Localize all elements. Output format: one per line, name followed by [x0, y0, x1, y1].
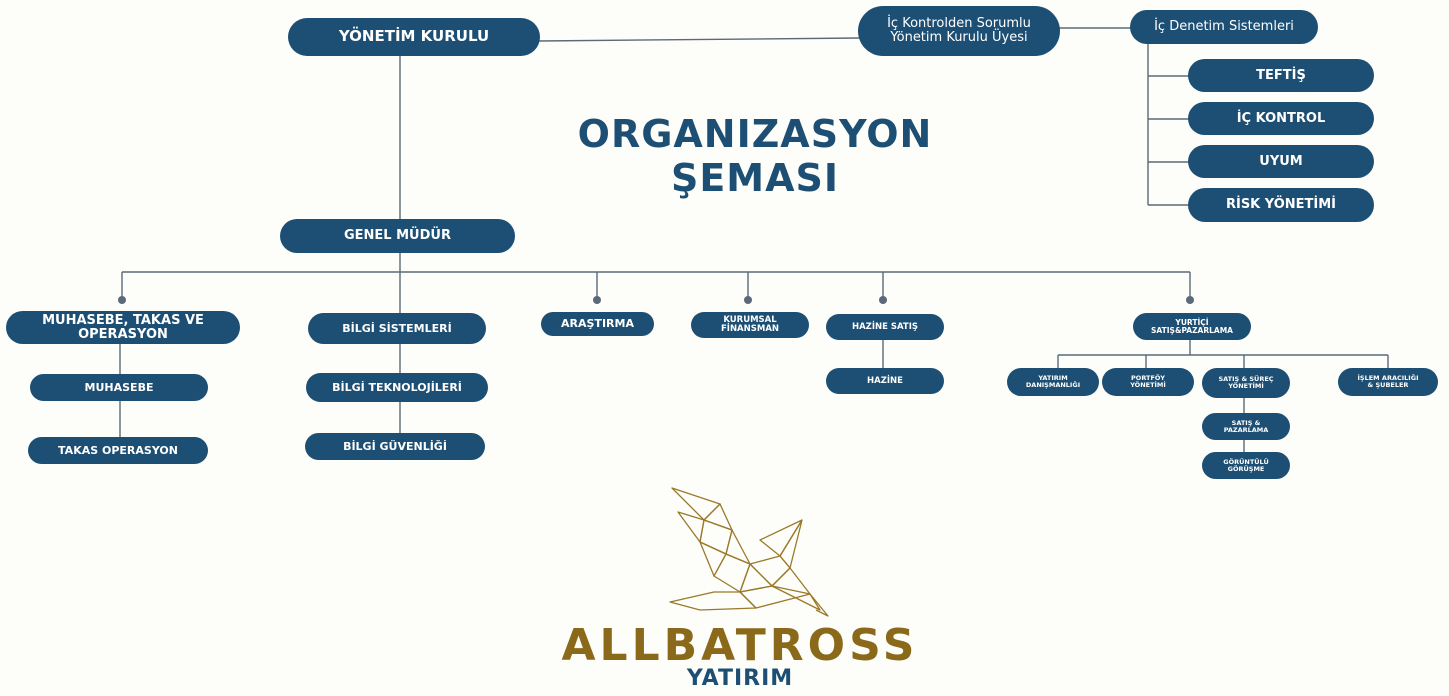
node-label: BİLGİ SİSTEMLERİ	[342, 321, 452, 335]
node-muhasebe[interactable]: MUHASEBE	[30, 374, 208, 401]
node-ic-kontrol-uye[interactable]: İç Kontrolden Sorumlu Yönetim Kurulu Üye…	[858, 6, 1060, 56]
node-yatirim-danismanligi[interactable]: YATIRIM DANIŞMANLIĞI	[1007, 368, 1099, 396]
albatross-logo-icon	[669, 487, 829, 617]
node-ic-kontrol[interactable]: İÇ KONTROL	[1188, 102, 1374, 135]
node-portfoy-yonetimi[interactable]: PORTFÖY YÖNETİMİ	[1102, 368, 1194, 396]
node-label: HAZİNE SATIŞ	[851, 321, 919, 332]
node-label: MUHASEBE, TAKAS VE OPERASYON	[42, 312, 204, 342]
node-label: YÖNETİM KURULU	[338, 27, 490, 46]
node-ic-denetim[interactable]: İç Denetim Sistemleri	[1130, 10, 1318, 44]
node-kurumsal-finansman[interactable]: KURUMSAL FİNANSMAN	[691, 312, 809, 338]
node-label: ARAŞTIRMA	[561, 317, 634, 331]
node-label: BİLGİ GÜVENLİĞİ	[343, 439, 447, 453]
node-uyum[interactable]: UYUM	[1188, 145, 1374, 178]
logo-brand-text: ALLBATROSS	[561, 620, 919, 671]
logo-sub-text: YATIRIM	[686, 666, 794, 691]
node-label: İç Kontrolden Sorumlu Yönetim Kurulu Üye…	[887, 16, 1031, 45]
node-label: RİSK YÖNETİMİ	[1225, 197, 1337, 213]
node-label: TEFTİŞ	[1256, 67, 1306, 83]
node-islem-araciligi[interactable]: İŞLEM ARACILIĞI & ŞUBELER	[1338, 368, 1438, 396]
node-label: YURTİÇİ SATIŞ&PAZARLAMA	[1151, 317, 1233, 335]
node-label: TAKAS OPERASYON	[58, 443, 178, 457]
node-risk[interactable]: RİSK YÖNETİMİ	[1188, 188, 1374, 222]
node-satis-pazarlama[interactable]: SATIŞ & PAZARLAMA	[1202, 413, 1290, 440]
node-label: İç Denetim Sistemleri	[1154, 19, 1294, 35]
node-takas-operasyon[interactable]: TAKAS OPERASYON	[28, 437, 208, 464]
node-label: BİLGİ TEKNOLOJİLERİ	[332, 380, 462, 394]
page-title: ORGANIZASYON ŞEMASI	[577, 112, 933, 200]
node-satis-surec[interactable]: SATIŞ & SÜREÇ YÖNETİMİ	[1202, 368, 1290, 398]
node-label: İÇ KONTROL	[1236, 110, 1326, 126]
node-label: UYUM	[1259, 153, 1303, 169]
node-hazine-satis[interactable]: HAZİNE SATIŞ	[826, 314, 944, 340]
node-label: SATIŞ & PAZARLAMA	[1223, 418, 1269, 434]
node-label: YATIRIM DANIŞMANLIĞI	[1025, 374, 1081, 389]
node-bilgi-guvenligi[interactable]: BİLGİ GÜVENLİĞİ	[305, 433, 485, 460]
node-muhasebe-takas[interactable]: MUHASEBE, TAKAS VE OPERASYON	[6, 311, 240, 344]
node-label: İŞLEM ARACILIĞI & ŞUBELER	[1357, 374, 1419, 389]
node-bilgi-teknolojileri[interactable]: BİLGİ TEKNOLOJİLERİ	[306, 373, 488, 402]
node-label: GENEL MÜDÜR	[344, 228, 451, 244]
node-label: HAZİNE	[867, 375, 903, 386]
node-hazine[interactable]: HAZİNE	[826, 368, 944, 394]
node-goruntulu-gorusme[interactable]: GÖRÜNTÜLÜ GÖRÜŞME	[1202, 452, 1290, 479]
node-label: GÖRÜNTÜLÜ GÖRÜŞME	[1223, 457, 1269, 473]
node-label: PORTFÖY YÖNETİMİ	[1130, 374, 1166, 389]
node-yonetim-kurulu[interactable]: YÖNETİM KURULU	[288, 18, 540, 56]
node-label: MUHASEBE	[84, 380, 154, 394]
node-genel-mudur[interactable]: GENEL MÜDÜR	[280, 219, 515, 253]
node-label: SATIŞ & SÜREÇ YÖNETİMİ	[1218, 375, 1274, 390]
node-label: KURUMSAL FİNANSMAN	[720, 315, 780, 334]
node-yurtici[interactable]: YURTİÇİ SATIŞ&PAZARLAMA	[1133, 313, 1251, 340]
node-teftis[interactable]: TEFTİŞ	[1188, 59, 1374, 92]
node-arastirma[interactable]: ARAŞTIRMA	[541, 312, 654, 336]
node-bilgi-sistemleri[interactable]: BİLGİ SİSTEMLERİ	[308, 313, 486, 344]
